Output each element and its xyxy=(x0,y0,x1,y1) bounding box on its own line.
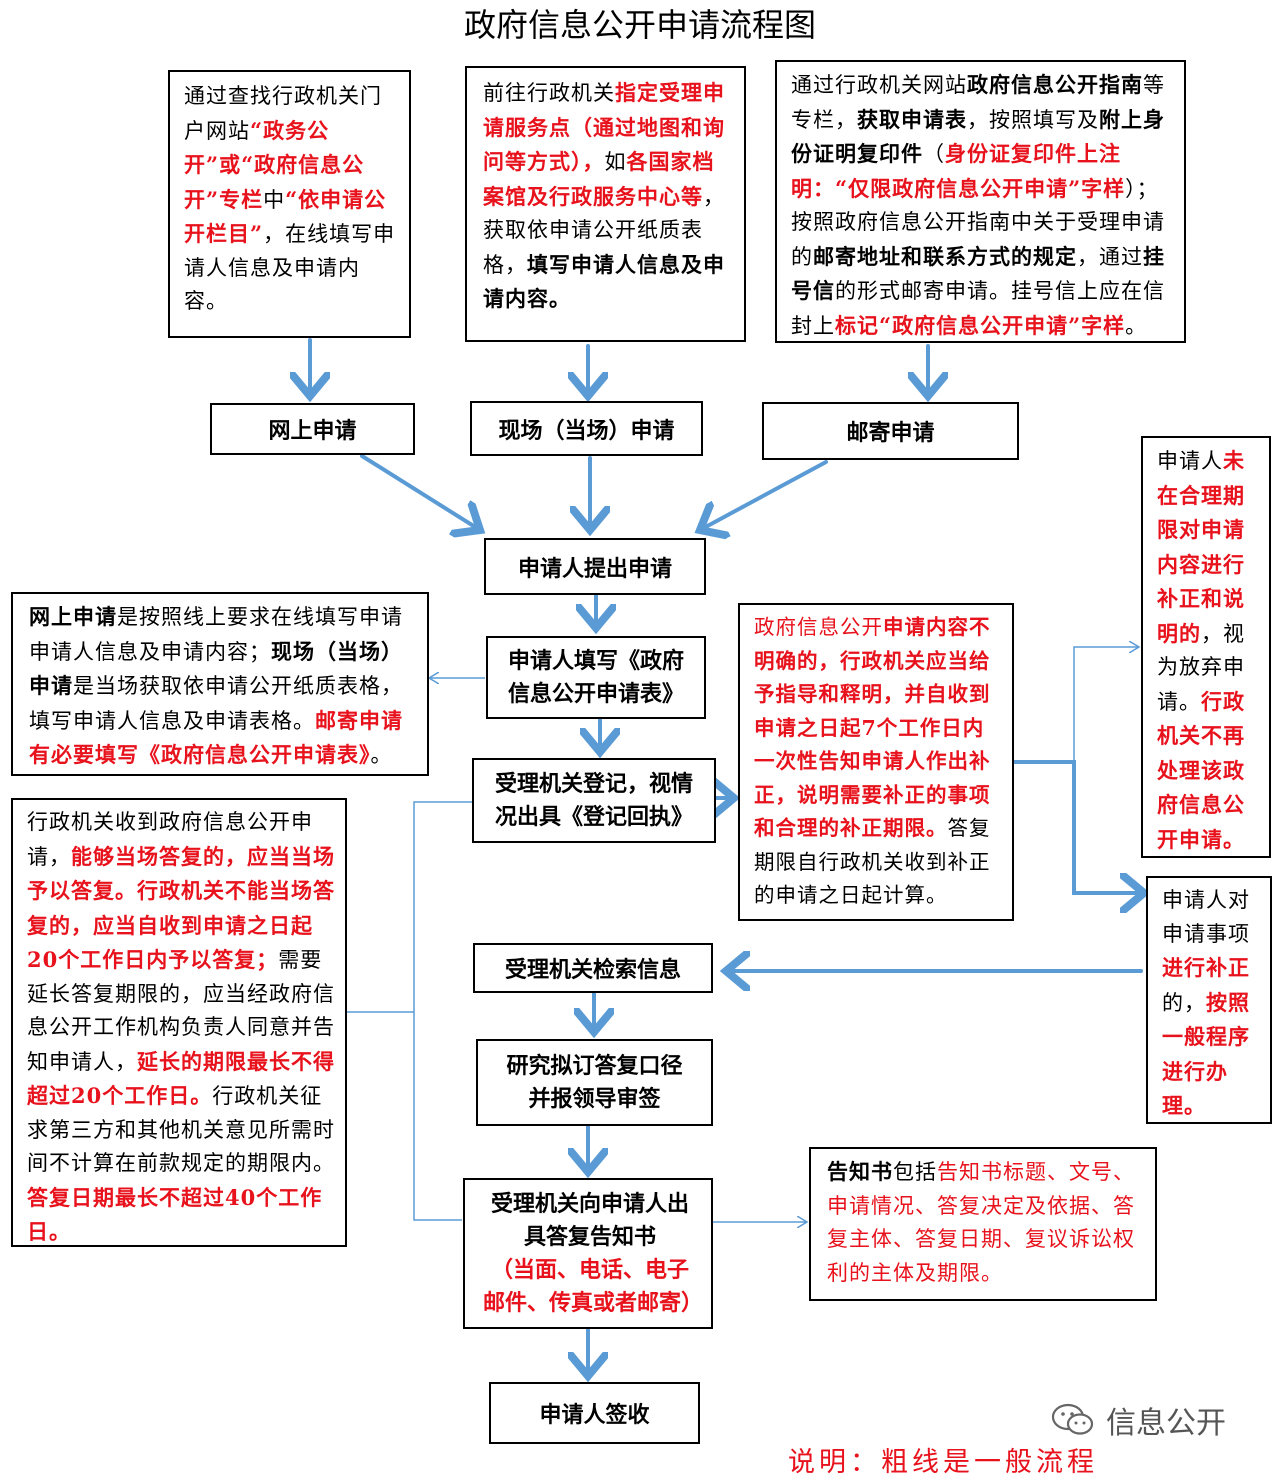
mail-instruction-segment: ，通过 xyxy=(1077,244,1143,269)
fill-form-note-segment: 现场（当场）申请 xyxy=(29,638,403,699)
issue-notice-text: 受理机关向申请人出具答复告知书 xyxy=(490,1191,689,1250)
onsite-instruction-segment: 前往行政机关 xyxy=(483,81,615,105)
onsite-apply-box: 现场（当场）申请 xyxy=(470,401,703,456)
deadline-note-box: 行政机关收到政府信息公开申请，能够当场答复的，应当当场予以答复。行政机关不能当场… xyxy=(11,798,347,1247)
fill-form-note-text: 网上申请是按照线上要求在线填写申请申请人信息及申请内容；现场（当场）申请是当场获… xyxy=(29,600,421,773)
mail-instruction-segment: 获取申请表 xyxy=(857,106,967,132)
deadline-note-text: 行政机关收到政府信息公开申请，能够当场答复的，应当当场予以答复。行政机关不能当场… xyxy=(27,806,337,1250)
register-box: 受理机关登记，视情况出具《登记回执》 xyxy=(472,758,716,843)
abandon-note-segment: 行政机关不再处理该政府信息公开申请。 xyxy=(1157,688,1245,852)
arrow-online-to-submit xyxy=(360,454,480,530)
corrected-note-text: 申请人对申请事项进行补正的，按照一般程序进行办理。 xyxy=(1162,884,1266,1124)
submit-application-box: 申请人提出申请 xyxy=(484,538,706,595)
mail-instruction-segment: ）；按照政府信息公开指南中关于受理申请的 xyxy=(791,176,1165,269)
fill-form-box: 申请人填写《政府信息公开申请表》 xyxy=(486,636,706,719)
notice-content-note-segment: 告知书 xyxy=(827,1159,893,1184)
fill-form-note-segment: 是当场获取依申请公开纸质表格，填写申请人信息及申请表格。 xyxy=(29,674,403,733)
corrected-note-segment: 进行补正 xyxy=(1162,955,1250,980)
online-instruction-segment: 中 xyxy=(263,187,286,212)
deadline-note-segment: 能够当场答复的，应当当场予以答复。行政机关不能当场答复的，应当自收到申请之日起2… xyxy=(27,843,335,973)
abandon-note-segment: ，视为放弃申请。 xyxy=(1157,621,1245,714)
deadline-note-segment: 延长的期限最长不得超过20个工作日。 xyxy=(27,1048,335,1109)
deadline-note-segment: 行政机关征求第三方和其他机关意见所需时间不计算在前款规定的期限内。 xyxy=(27,1084,335,1175)
online-instruction-segment: “政务公开”或“政府信息公开”专栏 xyxy=(184,117,365,212)
deadline-note-segment: 需要延长答复期限的，应当经政府信息公开工作机构负责人同意并告知申请人， xyxy=(27,948,335,1074)
abandon-note-text: 申请人未在合理期限对申请内容进行补正和说明的，视为放弃申请。行政机关不再处理该政… xyxy=(1157,444,1265,857)
sign-receipt-box: 申请人签收 xyxy=(489,1382,700,1444)
notice-content-note-text: 告知书包括告知书标题、文号、申请情况、答复决定及依据、答复主体、答复日期、复议诉… xyxy=(827,1155,1149,1290)
unclear-note-segment: 申请内容不明确的，行政机关应当给予指导和释明，并自收到申请之日起7个工作日内一次… xyxy=(754,615,991,840)
online-instruction-segment: 通过查找行政机关门户网站 xyxy=(184,84,382,143)
mail-instruction-segment: 。 xyxy=(1125,313,1148,338)
unclear-note-segment: 答复期限自行政机关收到补正的申请之日起计算。 xyxy=(754,816,991,907)
mail-instruction-segment: 等专栏， xyxy=(791,73,1165,132)
unclear-note-text: 政府信息公开申请内容不明确的，行政机关应当给予指导和释明，并自收到申请之日起7个… xyxy=(754,611,1004,913)
mail-instruction-box: 通过行政机关网站政府信息公开指南等专栏，获取申请表，按照填写及附上身份证明复印件… xyxy=(775,60,1186,343)
onsite-instruction-segment: 各国家档案馆及行政服务中心等 xyxy=(483,149,715,209)
mail-instruction-segment: 邮寄地址和联系方式的规定 xyxy=(813,243,1077,269)
onsite-instruction-segment: 填写申请人信息及申请内容。 xyxy=(483,251,725,312)
abandon-note-segment: 申请人 xyxy=(1157,449,1223,473)
mail-instruction-segment: 身份证复印件上注明：“仅限政府信息公开申请”字样 xyxy=(791,141,1126,201)
page-title: 政府信息公开申请流程图 xyxy=(463,6,816,44)
watermark-text: 信息公开 xyxy=(1106,1406,1226,1441)
notice-content-note-box: 告知书包括告知书标题、文号、申请情况、答复决定及依据、答复主体、答复日期、复议诉… xyxy=(809,1147,1157,1301)
fill-form-note-segment: 邮寄申请有必要填写《政府信息公开申请表》 xyxy=(29,707,403,768)
research-reply-text: 研究拟订答复口径并报领导审签 xyxy=(506,1052,683,1112)
online-instruction-segment: ，在线填写申请人信息及申请内容。 xyxy=(184,222,396,313)
abandon-note-segment: 未在合理期限对申请内容进行补正和说明的 xyxy=(1157,448,1245,646)
fill-form-note-segment: 网上申请 xyxy=(29,604,117,629)
legend-note: 说明：粗线是一般流程 xyxy=(788,1447,1098,1478)
online-instruction-segment: “依申请公开栏目” xyxy=(184,186,387,247)
online-apply-box: 网上申请 xyxy=(210,403,415,455)
research-reply-box: 研究拟订答复口径并报领导审签 xyxy=(476,1039,713,1126)
corrected-note-box: 申请人对申请事项进行补正的，按照一般程序进行办理。 xyxy=(1146,876,1272,1124)
issue-notice-methods: （当面、电话、电子邮件、传真或者邮寄） xyxy=(483,1257,704,1316)
search-info-box: 受理机关检索信息 xyxy=(473,943,713,993)
fill-form-note-segment: 是按照线上要求在线填写申请申请人信息及申请内容； xyxy=(29,605,403,664)
onsite-instruction-segment: ，获取依申请公开纸质表格， xyxy=(483,184,725,277)
notice-content-note-segment: 包括 xyxy=(893,1160,937,1184)
issue-notice-box: 受理机关向申请人出具答复告知书 （当面、电话、电子邮件、传真或者邮寄） xyxy=(463,1178,713,1329)
online-instruction-text: 通过查找行政机关门户网站“政务公开”或“政府信息公开”专栏中“依申请公开栏目”，… xyxy=(184,80,399,319)
mail-instruction-segment: ，按照填写及 xyxy=(967,107,1099,132)
mail-instruction-segment: 挂号信 xyxy=(791,243,1165,304)
deadline-note-segment: 答复日期最长不超过40个工作日。 xyxy=(27,1184,323,1245)
unclear-note-box: 政府信息公开申请内容不明确的，行政机关应当给予指导和释明，并自收到申请之日起7个… xyxy=(738,603,1014,921)
fill-form-note-segment: 。 xyxy=(370,743,393,767)
unclear-note-segment: 政府信息公开 xyxy=(754,615,883,639)
abandon-note-box: 申请人未在合理期限对申请内容进行补正和说明的，视为放弃申请。行政机关不再处理该政… xyxy=(1141,436,1271,858)
mail-instruction-segment: （ xyxy=(923,142,945,166)
watermark: 信息公开 xyxy=(1050,1398,1226,1442)
mail-instruction-text: 通过行政机关网站政府信息公开指南等专栏，获取申请表，按照填写及附上身份证明复印件… xyxy=(791,68,1179,343)
fill-form-text: 申请人填写《政府信息公开申请表》 xyxy=(507,647,684,707)
register-text: 受理机关登记，视情况出具《登记回执》 xyxy=(494,770,693,830)
mail-instruction-segment: 通过行政机关网站 xyxy=(791,73,967,97)
bracket-deadline xyxy=(413,801,472,1221)
arrow-mail-to-submit xyxy=(700,460,828,530)
arrow-unclear-to-corrected xyxy=(1012,760,1144,893)
deadline-note-segment: 行政机关收到政府信息公开申请， xyxy=(27,810,313,869)
fill-form-note-box: 网上申请是按照线上要求在线填写申请申请人信息及申请内容；现场（当场）申请是当场获… xyxy=(11,592,429,776)
mail-apply-box: 邮寄申请 xyxy=(762,402,1019,460)
mail-instruction-segment: 标记“政府信息公开申请”字样 xyxy=(835,312,1126,338)
online-instruction-box: 通过查找行政机关门户网站“政务公开”或“政府信息公开”专栏中“依申请公开栏目”，… xyxy=(168,70,411,338)
onsite-instruction-box: 前往行政机关指定受理申请服务点（通过地图和询问等方式），如各国家档案馆及行政服务… xyxy=(465,66,746,342)
mail-instruction-segment: 附上身份证明复印件 xyxy=(791,106,1165,167)
mail-instruction-segment: 的形式邮寄申请。挂号信上应在信封上 xyxy=(791,279,1165,338)
wechat-icon xyxy=(1051,1403,1094,1435)
corrected-note-segment: 按照一般程序进行办理。 xyxy=(1162,989,1250,1119)
onsite-instruction-segment: 如 xyxy=(604,150,627,174)
arrow-unclear-to-abandon xyxy=(1073,647,1138,762)
onsite-instruction-text: 前往行政机关指定受理申请服务点（通过地图和询问等方式），如各国家档案馆及行政服务… xyxy=(483,76,735,317)
notice-content-note-segment: 告知书标题、文号、申请情况、答复决定及依据、答复主体、答复日期、复议诉讼权利的主… xyxy=(827,1160,1135,1285)
corrected-note-segment: 的， xyxy=(1162,990,1206,1015)
mail-instruction-segment: 政府信息公开指南 xyxy=(967,72,1143,97)
onsite-instruction-segment: 指定受理申请服务点（通过地图和询问等方式）， xyxy=(483,80,725,174)
corrected-note-segment: 申请人对申请事项 xyxy=(1162,888,1250,946)
